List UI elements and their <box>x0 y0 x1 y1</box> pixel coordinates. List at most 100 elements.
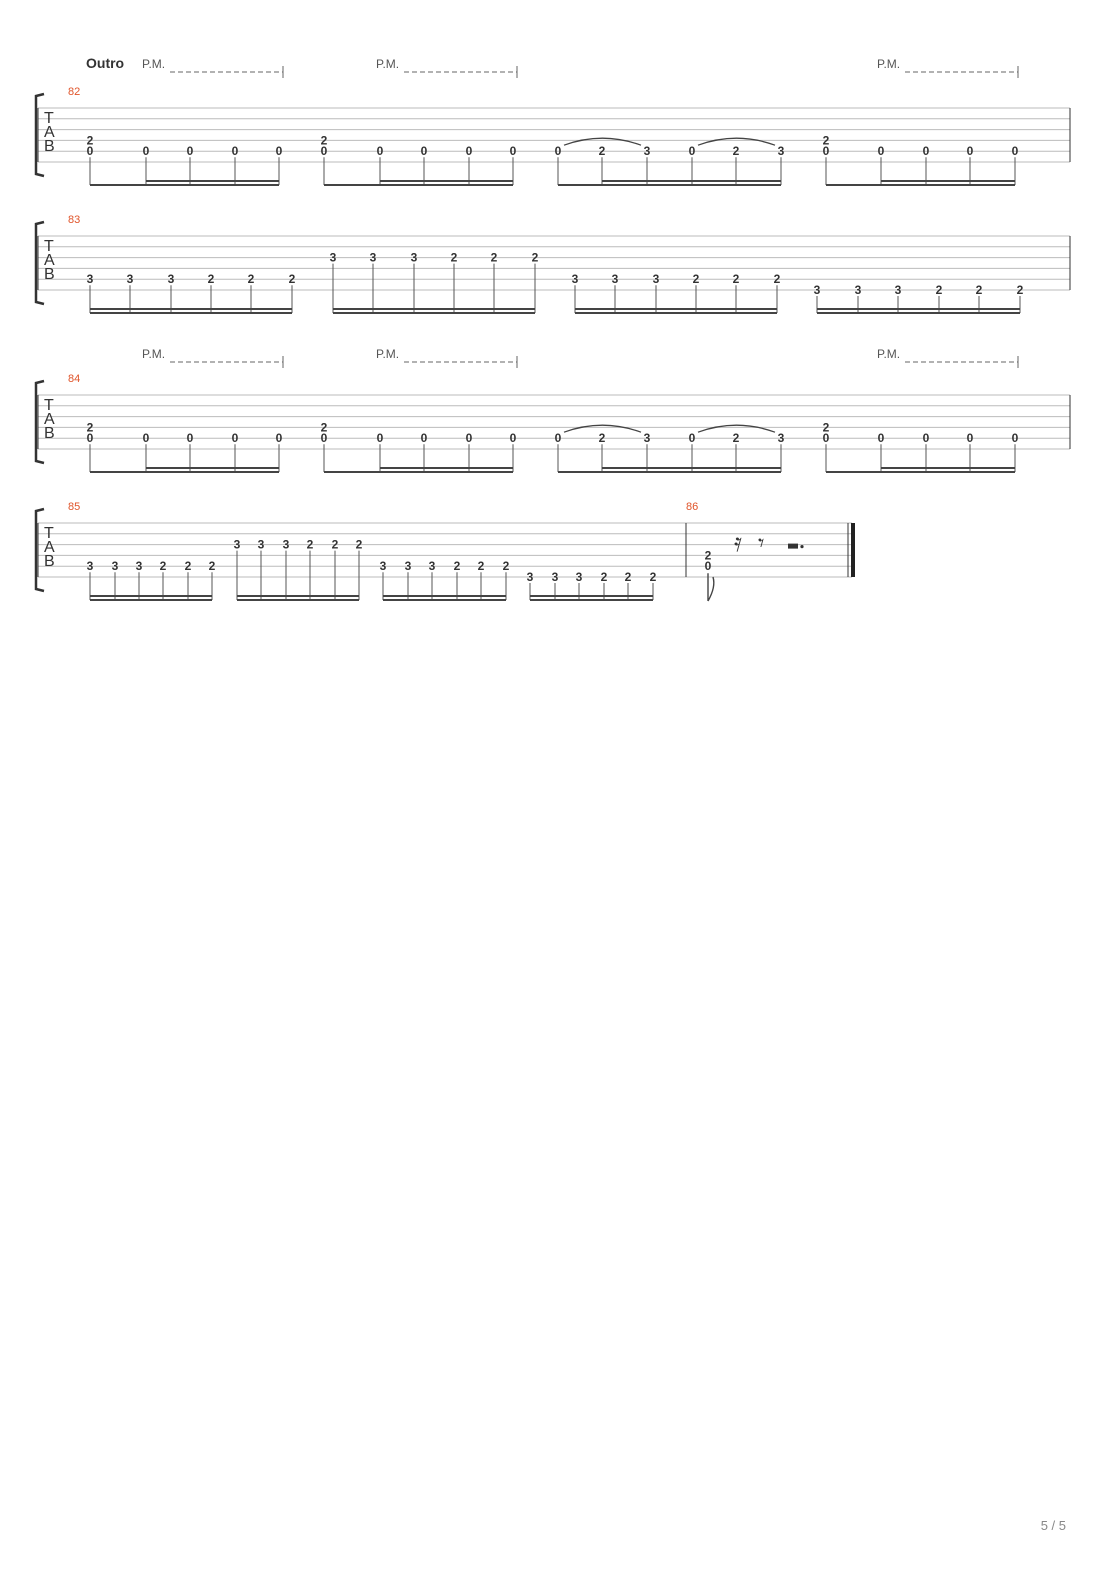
fret-number: 0 <box>1012 431 1019 445</box>
system-bracket <box>34 92 45 178</box>
fret-number: 2 <box>332 538 339 552</box>
fret-number: 0 <box>143 431 150 445</box>
note-flag <box>707 573 715 602</box>
palm-mute-label: P.M. <box>877 347 900 361</box>
fret-number: 2 <box>733 272 740 286</box>
fret-number: 2 <box>823 133 830 147</box>
fret-number: 3 <box>653 272 660 286</box>
fret-number: 0 <box>689 144 696 158</box>
palm-mute-label: P.M. <box>376 347 399 361</box>
fret-number: 0 <box>1012 144 1019 158</box>
fret-number: 2 <box>823 420 830 434</box>
fret-number: 0 <box>689 431 696 445</box>
fret-number: 0 <box>321 144 328 158</box>
fret-number: 2 <box>936 283 943 297</box>
fret-number: 3 <box>855 283 862 297</box>
fret-number: 3 <box>576 570 583 584</box>
fret-number: 3 <box>778 431 785 445</box>
fret-number: 2 <box>208 272 215 286</box>
fret-number: 0 <box>421 144 428 158</box>
fret-number: 2 <box>774 272 781 286</box>
fret-number: 0 <box>923 431 930 445</box>
fret-number: 0 <box>276 144 283 158</box>
tab-clef-letter: B <box>44 425 55 442</box>
fret-number: 0 <box>232 431 239 445</box>
fret-number: 0 <box>187 431 194 445</box>
fret-number: 3 <box>87 272 94 286</box>
system-bracket <box>34 379 45 465</box>
tab-clef-letter: A <box>44 124 55 141</box>
fret-number: 3 <box>234 538 241 552</box>
tab-clef-letter: A <box>44 411 55 428</box>
palm-mute-label: P.M. <box>376 57 399 71</box>
fret-number: 3 <box>258 538 265 552</box>
fret-number: 0 <box>276 431 283 445</box>
slur <box>563 424 642 433</box>
fret-number: 3 <box>127 272 134 286</box>
measure-number: 83 <box>68 214 80 226</box>
fret-number: 2 <box>87 420 94 434</box>
fret-number: 2 <box>321 133 328 147</box>
fret-number: 2 <box>693 272 700 286</box>
fret-number: 2 <box>733 144 740 158</box>
fret-number: 2 <box>87 133 94 147</box>
fret-number: 3 <box>644 431 651 445</box>
fret-number: 2 <box>248 272 255 286</box>
tab-clef-letter: T <box>44 397 54 414</box>
page-number: 5 / 5 <box>1040 1518 1066 1533</box>
fret-number: 3 <box>283 538 290 552</box>
fret-number: 2 <box>160 559 167 573</box>
slur <box>697 137 776 146</box>
fret-number: 0 <box>143 144 150 158</box>
fret-number: 2 <box>503 559 510 573</box>
fret-number: 0 <box>87 431 94 445</box>
fret-number: 2 <box>451 251 458 265</box>
fret-number: 3 <box>527 570 534 584</box>
tab-clef-letter: T <box>44 110 54 127</box>
fret-number: 2 <box>532 251 539 265</box>
fret-number: 0 <box>967 144 974 158</box>
fret-number: 0 <box>466 144 473 158</box>
fret-number: 2 <box>478 559 485 573</box>
fret-number: 3 <box>644 144 651 158</box>
fret-number: 3 <box>168 272 175 286</box>
rest-dot <box>800 545 804 549</box>
palm-mute-label: P.M. <box>142 347 165 361</box>
palm-mute-label: P.M. <box>877 57 900 71</box>
fret-number: 0 <box>705 559 712 573</box>
measure-number: 84 <box>68 373 80 385</box>
fret-number: 2 <box>599 144 606 158</box>
fret-number: 2 <box>209 559 216 573</box>
fret-number: 0 <box>510 431 517 445</box>
measure-number: 82 <box>68 86 80 98</box>
tab-clef-letter: T <box>44 525 54 542</box>
fret-number: 3 <box>429 559 436 573</box>
fret-number: 2 <box>705 548 712 562</box>
system-bracket <box>34 507 45 593</box>
fret-number: 0 <box>377 144 384 158</box>
fret-number: 2 <box>1017 283 1024 297</box>
fret-number: 0 <box>555 144 562 158</box>
fret-number: 0 <box>510 144 517 158</box>
fret-number: 2 <box>625 570 632 584</box>
fret-number: 0 <box>967 431 974 445</box>
fret-number: 2 <box>491 251 498 265</box>
fret-number: 3 <box>895 283 902 297</box>
fret-number: 3 <box>136 559 143 573</box>
slur <box>563 137 642 146</box>
fret-number: 2 <box>733 431 740 445</box>
fret-number: 2 <box>599 431 606 445</box>
fret-number: 3 <box>87 559 94 573</box>
fret-number: 0 <box>321 431 328 445</box>
fret-number: 3 <box>778 144 785 158</box>
fret-number: 2 <box>601 570 608 584</box>
section-label: Outro <box>86 55 124 71</box>
fret-number: 0 <box>823 431 830 445</box>
fret-number: 2 <box>289 272 296 286</box>
fret-number: 2 <box>454 559 461 573</box>
eighth-rest: 𝄾 <box>758 529 764 557</box>
fret-number: 0 <box>823 144 830 158</box>
tab-clef-letter: T <box>44 238 54 255</box>
tab-clef-letter: A <box>44 252 55 269</box>
